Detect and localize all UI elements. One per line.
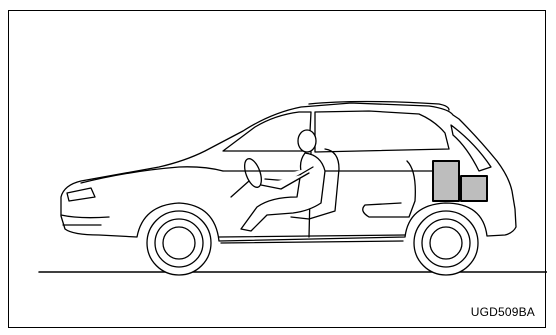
figure-frame: UGD509BA [8,10,546,328]
cargo-box-large [433,161,459,201]
front-wheel [147,211,211,275]
cargo-box-small [461,176,487,201]
figure-code: UGD509BA [471,305,535,319]
rear-wheel [414,211,478,275]
car-side-illustration [9,11,547,329]
